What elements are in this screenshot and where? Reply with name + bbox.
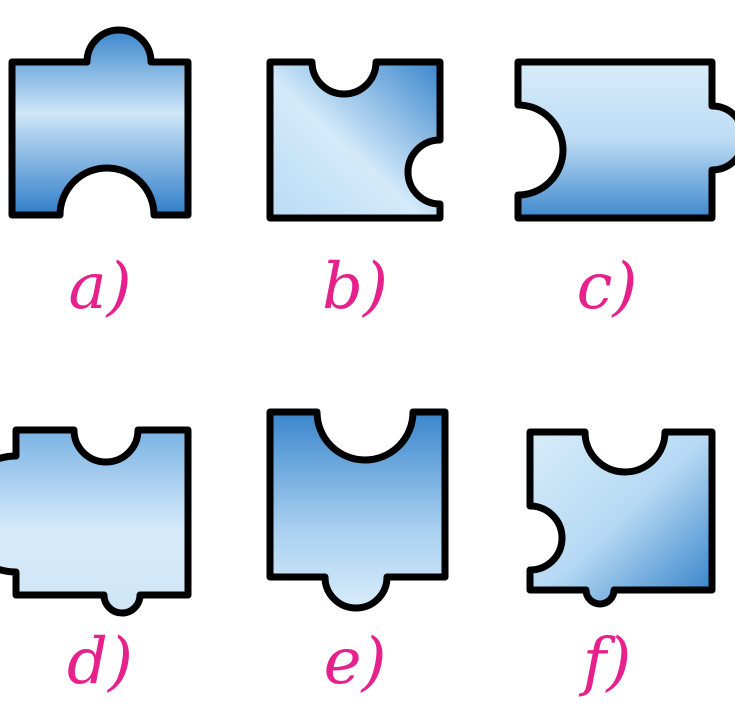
label-d: d) xyxy=(67,625,133,699)
label-f: f) xyxy=(582,625,632,699)
puzzle-piece-f xyxy=(526,428,716,608)
label-c: c) xyxy=(576,250,638,324)
puzzle-piece-b xyxy=(266,58,444,222)
label-e: e) xyxy=(323,625,387,699)
puzzle-piece-a xyxy=(8,26,192,219)
label-b: b) xyxy=(322,250,388,324)
puzzle-piece-c xyxy=(514,58,735,222)
puzzle-piece-e xyxy=(266,408,449,612)
puzzle-piece-d xyxy=(0,426,192,617)
label-a: a) xyxy=(68,250,132,324)
